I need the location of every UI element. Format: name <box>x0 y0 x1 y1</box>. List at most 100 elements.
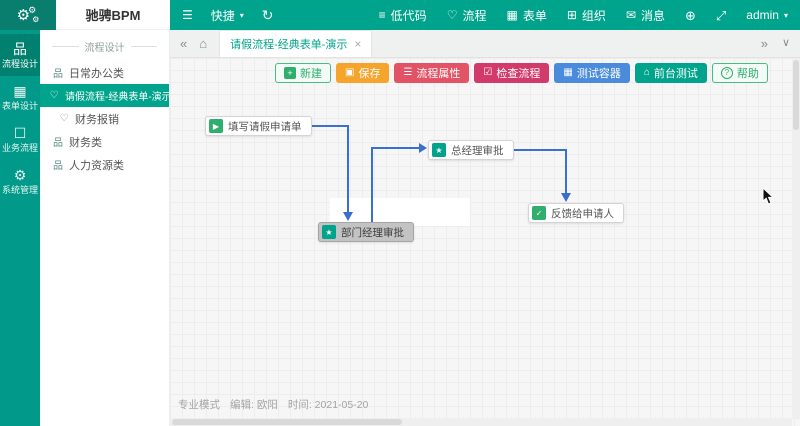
rail-item-label: 流程设计 <box>1 59 38 69</box>
sidebar-item-hr[interactable]: 品 人力资源类 <box>40 153 169 176</box>
divider <box>130 46 157 47</box>
divider <box>52 46 79 47</box>
topbar-item-org[interactable]: ⊞ 组织 <box>567 7 606 24</box>
rail-item-label: 系统管理 <box>1 185 38 195</box>
gear-icon: ⚙ <box>28 5 37 15</box>
new-button[interactable]: + 新建 <box>275 63 331 83</box>
module-rail: 品 流程设计 ▦ 表单设计 ☐ 业务流程 ⚙ 系统管理 <box>0 30 40 426</box>
rail-item-form-design[interactable]: ▦ 表单设计 <box>0 76 40 118</box>
gear-icon: ⚙ <box>32 14 40 24</box>
node-label: 反馈给申请人 <box>551 207 614 220</box>
flow-node-feedback[interactable]: ✓ 反馈给申请人 <box>528 203 624 223</box>
flow-properties-button[interactable]: ☰ 流程属性 <box>394 63 470 83</box>
chevron-down-icon: ▾ <box>239 10 244 20</box>
play-icon: ▶ <box>209 119 223 133</box>
save-icon: ▣ <box>345 67 355 78</box>
help-button[interactable]: ? 帮助 <box>711 63 768 83</box>
category-icon: 品 <box>53 161 63 172</box>
connector-gm-to-feedback[interactable] <box>506 149 567 194</box>
horizontal-scrollbar[interactable] <box>170 418 792 426</box>
refresh-button[interactable]: ↻ <box>262 8 274 22</box>
close-icon[interactable]: × <box>354 37 362 51</box>
tab-leave-flow[interactable]: 请假流程-经典表单-演示 × <box>219 30 373 57</box>
quick-menu-label: 快捷 <box>210 8 235 23</box>
flow-node-dept-approval[interactable]: ★ 部门经理审批 <box>318 222 414 242</box>
connector-dept-to-gm[interactable] <box>371 147 419 222</box>
rail-item-business-process[interactable]: ☐ 业务流程 <box>0 118 40 160</box>
star-icon: ★ <box>432 143 446 157</box>
scroll-tabs-right-button[interactable]: » <box>760 36 768 51</box>
editor-label: 编辑: 欧阳 <box>230 399 278 411</box>
topbar-item-message[interactable]: ✉ 消息 <box>626 7 665 24</box>
topbar-item-form[interactable]: ▦ 表单 <box>506 7 546 24</box>
save-button[interactable]: ▣ 保存 <box>336 63 390 83</box>
checklist-icon: ☑ <box>483 67 493 78</box>
rail-item-label: 业务流程 <box>1 143 38 153</box>
app-title: 驰骋BPM <box>56 0 170 30</box>
top-navbar-right: ≡ 低代码 ♡ 流程 ▦ 表单 ⊞ 组织 ✉ 消息 ⊕ <box>359 7 788 24</box>
frontend-test-button[interactable]: ⌂ 前台测试 <box>634 63 707 83</box>
username-label: admin <box>746 8 779 22</box>
sidebar-item-label: 财务报销 <box>75 113 119 126</box>
arrowhead-icon <box>343 212 353 221</box>
sidebar-item-expense-flow[interactable]: ♡ 财务报销 <box>40 107 169 130</box>
flow-node-gm-approval[interactable]: ★ 总经理审批 <box>428 140 514 160</box>
properties-icon: ☰ <box>403 67 413 78</box>
rail-item-process-design[interactable]: 品 流程设计 <box>0 34 40 76</box>
node-label: 部门经理审批 <box>341 226 404 239</box>
home-tab-button[interactable]: ⌂ <box>199 36 208 51</box>
fullscreen-button[interactable]: ⤢ <box>716 9 726 22</box>
globe-icon: ⊕ <box>684 7 696 23</box>
test-container-button[interactable]: ▦ 测试容器 <box>554 63 630 83</box>
sidebar-item-label: 人力资源类 <box>69 159 124 172</box>
language-button[interactable]: ⊕ <box>685 9 696 22</box>
gear-icon: ⚙ <box>13 167 27 183</box>
user-menu-dropdown[interactable]: admin ▾ <box>746 8 788 22</box>
topbar-item-label: 流程 <box>462 8 487 23</box>
rail-item-system-admin[interactable]: ⚙ 系统管理 <box>0 160 40 202</box>
connector-start-to-dept[interactable] <box>297 125 349 213</box>
flow-node-start[interactable]: ▶ 填写请假申请单 <box>205 116 312 136</box>
chevron-down-icon: ▾ <box>783 10 788 20</box>
sidebar-section-header: 流程设计 <box>40 30 169 61</box>
heart-icon: ♡ <box>49 90 59 101</box>
arrowhead-icon <box>561 193 571 202</box>
node-label: 填写请假申请单 <box>228 120 302 133</box>
sidebar-item-leave-flow[interactable]: ♡ 请假流程-经典表单-演示 <box>40 84 169 107</box>
vertical-scrollbar-thumb[interactable] <box>793 60 799 130</box>
topbar-item-label: 表单 <box>522 8 547 23</box>
arrowhead-icon <box>419 143 427 153</box>
form-design-icon: ▦ <box>13 83 27 99</box>
refresh-icon: ↻ <box>261 7 274 23</box>
topbar-item-lowcode[interactable]: ≡ 低代码 <box>379 7 427 24</box>
horizontal-scrollbar-thumb[interactable] <box>172 419 402 425</box>
container-icon: ▦ <box>563 67 573 78</box>
node-drag-ghost <box>330 198 470 226</box>
org-icon: ⊞ <box>566 8 577 22</box>
button-label: 前台测试 <box>653 68 698 80</box>
sidebar-item-finance[interactable]: 品 财务类 <box>40 130 169 153</box>
fullscreen-icon: ⤢ <box>715 7 727 23</box>
vertical-scrollbar[interactable] <box>792 58 800 418</box>
button-label: 保存 <box>358 68 381 80</box>
quick-menu-dropdown[interactable]: 快捷 ▾ <box>211 7 244 24</box>
time-label: 时间: 2021-05-20 <box>287 399 369 411</box>
scroll-tabs-left-button[interactable]: « <box>180 36 188 51</box>
help-icon: ? <box>720 67 733 79</box>
flow-design-icon: 品 <box>13 41 27 57</box>
lowcode-icon: ≡ <box>378 8 386 22</box>
button-label: 测试容器 <box>576 68 621 80</box>
new-file-icon: + <box>284 67 296 79</box>
category-icon: 品 <box>53 138 63 149</box>
sidebar-item-label: 日常办公类 <box>69 67 124 80</box>
app-logo[interactable]: ⚙ ⚙ ⚙ <box>0 0 56 30</box>
top-navbar: ☰ 快捷 ▾ ↻ ≡ 低代码 ♡ 流程 ▦ 表单 ⊞ 组织 <box>170 0 800 30</box>
sidebar-item-daily-office[interactable]: 品 日常办公类 <box>40 61 169 84</box>
topbar-item-flow[interactable]: ♡ 流程 <box>447 7 487 24</box>
check-flow-button[interactable]: ☑ 检查流程 <box>474 63 550 83</box>
flow-connectors <box>297 125 571 222</box>
flow-designer-canvas[interactable]: + 新建 ▣ 保存 ☰ 流程属性 ☑ 检查流程 ▦ 测试容器 ⌂ 前台测试 <box>170 58 800 426</box>
sidebar-collapse-button[interactable]: ☰ <box>182 9 193 21</box>
tab-options-button[interactable]: ∨ <box>781 37 790 49</box>
